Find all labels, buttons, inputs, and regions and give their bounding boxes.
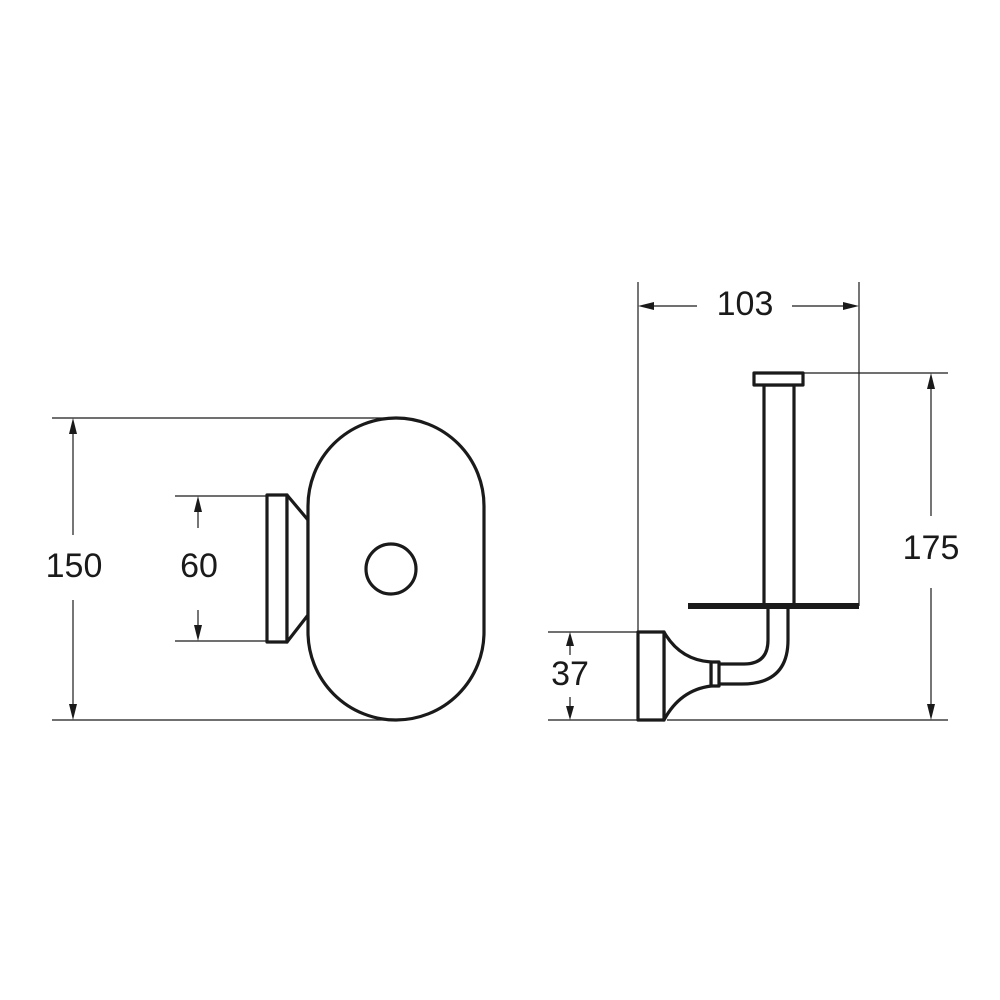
dim-label-150: 150 [46,547,103,585]
dim-label-103: 103 [717,285,774,323]
wall-mount-plate [265,493,289,644]
wall-plate [636,630,666,722]
center-knob [364,542,418,596]
wall-mount-flange [285,493,310,644]
dim-label-175: 175 [903,529,960,567]
side-view: 103 175 37 [548,282,960,722]
dim-label-37: 37 [551,655,589,693]
curved-arm [712,604,790,686]
front-view: 150 60 [46,416,486,722]
wall-flange [662,630,713,722]
dim-label-60: 60 [180,547,218,585]
horizontal-shelf-bar [688,603,859,609]
rod-cap [752,371,805,387]
vertical-rod [762,383,796,608]
